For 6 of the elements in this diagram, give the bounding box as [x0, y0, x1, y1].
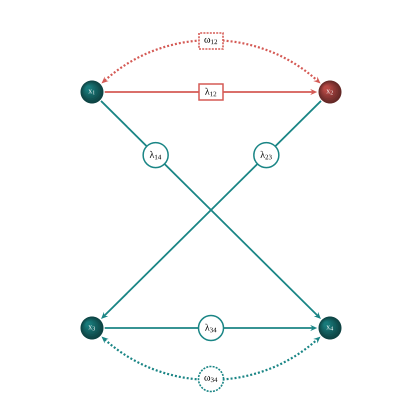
edge-label: λ$_{34}$	[198, 314, 224, 342]
edge-label: λ$_{12}$	[198, 83, 224, 101]
edge-label: ω$_{12}$	[198, 32, 224, 50]
edge-label: λ$_{23}$	[253, 142, 280, 168]
edge-label: ω$_{34}$	[198, 366, 224, 392]
edge-label: λ$_{14}$	[142, 142, 169, 168]
